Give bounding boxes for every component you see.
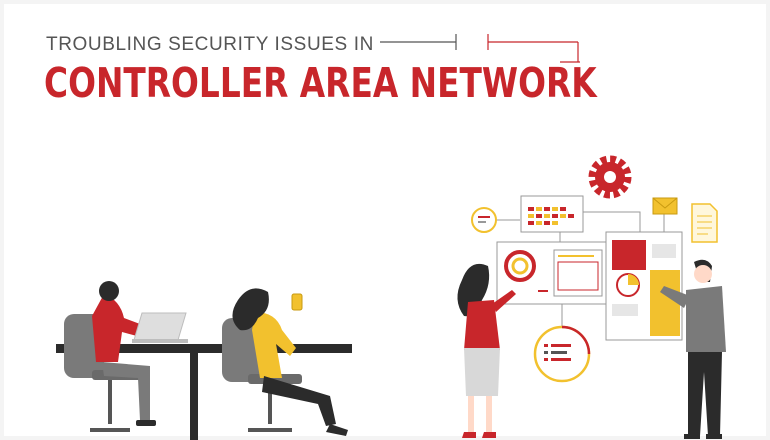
document-icon <box>691 203 718 243</box>
page-title: CONTROLLER AREA NETWORK <box>44 59 597 107</box>
conference-table <box>56 344 352 440</box>
woman-pointing <box>457 263 516 438</box>
small-dial-icon <box>471 207 497 233</box>
mail-icon <box>652 197 678 215</box>
report-panel <box>605 231 683 341</box>
person-with-laptop <box>64 281 188 432</box>
laptop-icon <box>132 312 188 343</box>
gear-icon <box>588 155 632 199</box>
phone-icon <box>291 293 303 311</box>
security-dashboard-graphic <box>471 155 718 383</box>
page-subtitle: TROUBLING SECURITY ISSUES IN <box>46 34 374 55</box>
person-with-phone <box>222 288 348 436</box>
pie-chart-icon <box>616 273 640 297</box>
heatmap-panel <box>520 195 584 233</box>
content-card <box>4 4 766 436</box>
header-decoration-lines <box>380 34 580 63</box>
man-presenting <box>660 259 726 439</box>
checklist-icon <box>533 325 591 383</box>
